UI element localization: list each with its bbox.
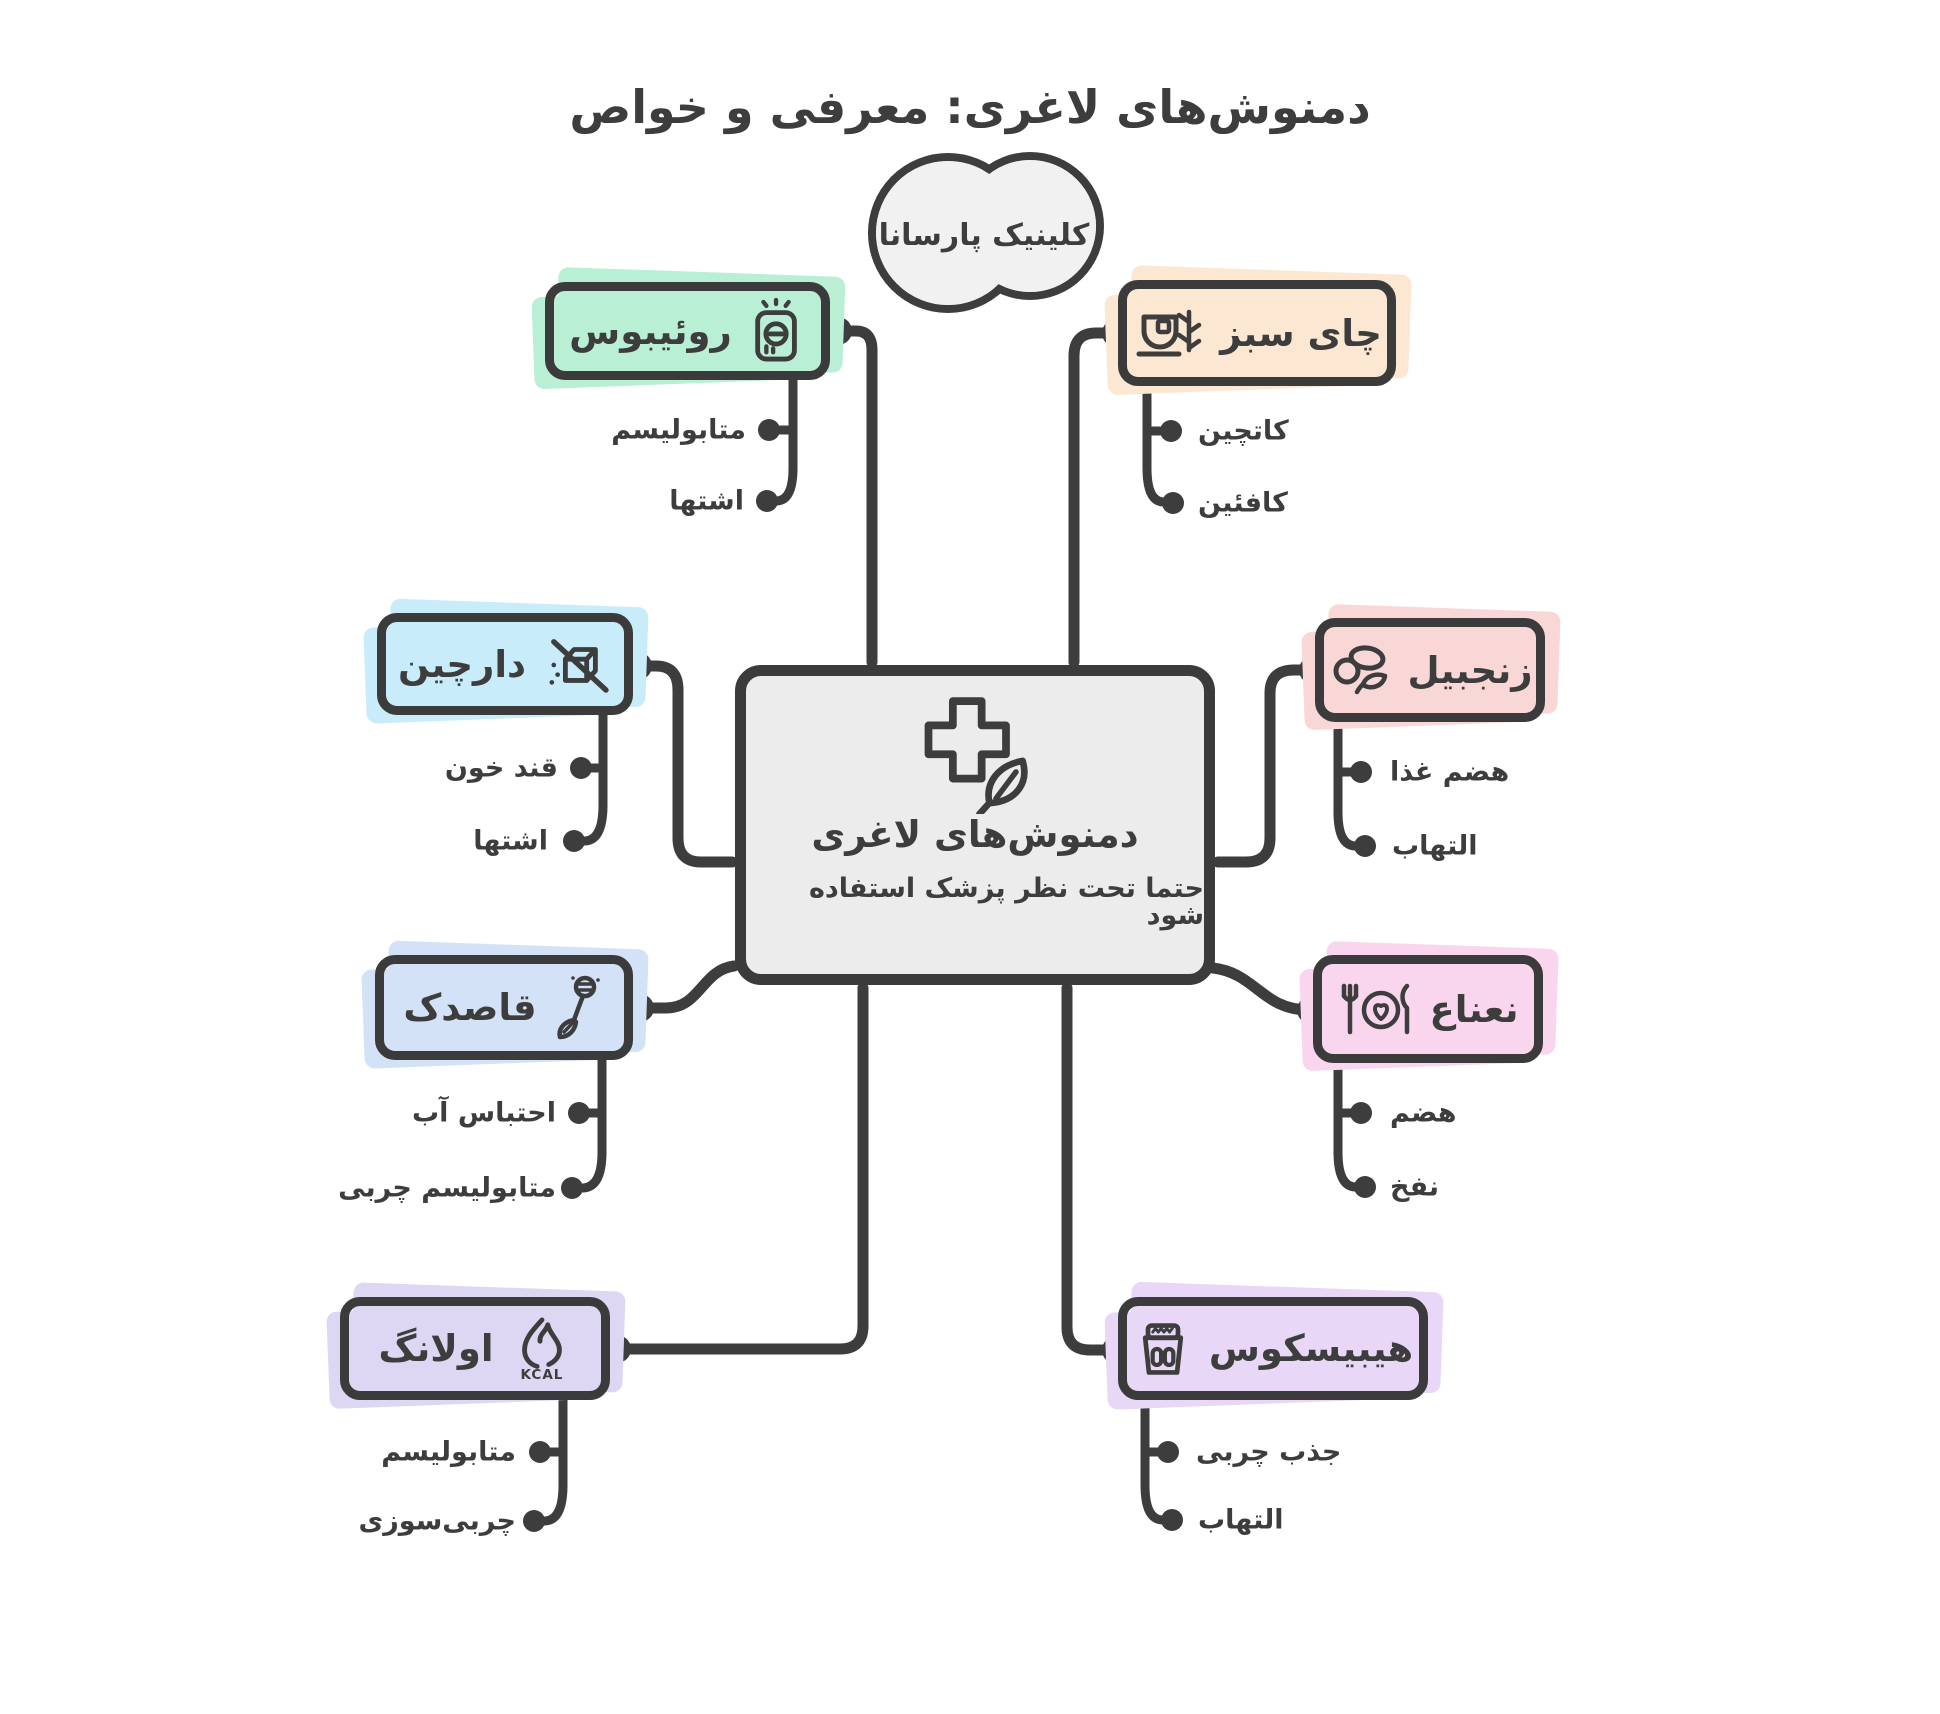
oolong-child-1-label: چربی‌سوزی [358,1505,516,1537]
dandelion-child-1-label: متابولیسم چربی [338,1172,556,1204]
tea-cup-icon [1136,309,1202,357]
ginger-root-icon [1333,645,1388,695]
child-dot [1160,420,1182,442]
branch-oolong-box: اولانگ KCAL [340,1297,610,1400]
branch-hibiscus-box: هیبیسکوس [1118,1297,1428,1400]
branch-dandelion-label: قاصدک [403,986,537,1029]
branch-cinnamon-box: دارچین [377,613,633,715]
hibiscus-child-0-label: جذب چربی [1196,1436,1342,1468]
child-dot [529,1441,551,1463]
branch-ginger-box: زنجبیل [1315,618,1545,722]
page-title: دمنوش‌های لاغری: معرفی و خواص [569,80,1371,134]
connector-hibiscus-center [1061,982,1120,1356]
child-dot [1157,1441,1179,1463]
clinic-cloud: کلینیک پارسانا [848,138,1120,318]
child-dot [756,490,778,512]
cloud-shape-icon [868,152,1104,313]
ginger-child-0-label: هضم غذا [1390,756,1510,788]
kcal-flame-icon: KCAL [520,1317,563,1383]
child-dot [563,830,585,852]
connector-cinnamon-center [632,660,738,868]
rooibos-child2-curve [771,463,798,506]
branch-hibiscus: هیبیسکوس [1104,1281,1444,1410]
branch-cinnamon-label: دارچین [397,642,527,686]
connector-dandelion-center [634,960,740,1014]
rooibos-child-1-label: اشتها [669,485,744,517]
rooibos-child-0-label: متابولیسم [611,414,746,446]
oolong-child-0-label: متابولیسم [381,1436,516,1468]
child-dot [570,757,592,779]
mint-child-0-label: هضم [1390,1097,1457,1129]
branch-rooibos: روئیبوس [531,267,846,390]
center-subtitle: حتما تحت نظر پزشک استفاده شود [808,873,1204,931]
green-tea-child-1-label: کافئین [1198,487,1288,519]
branch-mint: نعناع [1299,940,1559,1072]
connector-rooibos-center [832,325,878,668]
connector-greentea-center [1068,327,1120,668]
branch-rooibos-label: روئیبوس [569,309,732,353]
branch-oolong: اولانگ KCAL [326,1282,626,1410]
branch-ginger: زنجبیل [1301,603,1561,731]
child-dot [1354,835,1376,857]
center-node: دمنوش‌های لاغری حتما تحت نظر پزشک استفاد… [735,665,1215,985]
decaf-can-icon [755,297,797,362]
child-dot [1354,1176,1376,1198]
child-dot [561,1177,583,1199]
child-dot [568,1102,590,1124]
cinnamon-child2-curve [580,800,608,846]
dandelion-icon [556,975,600,1039]
cinnamon-child-1-label: اشتها [473,825,548,857]
child-dot [523,1510,545,1532]
cinnamon-child-0-label: قند خون [444,752,558,784]
ginger-child-1-label: التهاب [1392,830,1478,862]
connector-ginger-center [1212,664,1319,868]
medical-plus-leaf-icon [924,697,1028,814]
mint-child2-curve [1333,1147,1360,1192]
branch-hibiscus-label: هیبیسکوس [1208,1327,1414,1370]
clinic-name: کلینیک پارسانا [878,218,1090,253]
branch-mint-label: نعناع [1429,987,1519,1031]
branch-green-tea: چای سبز [1104,265,1412,396]
branch-dandelion: قاصدک [361,940,649,1069]
green-tea-child-0-label: کاتچین [1198,415,1289,447]
oolong-child2-curve [540,1480,568,1526]
child-dot [1161,1509,1183,1531]
branch-mint-box: نعناع [1313,955,1543,1063]
weight-scale-icon [1142,1322,1183,1375]
branch-oolong-label: اولانگ [378,1327,494,1370]
greentea-child2-curve [1142,463,1169,507]
branch-cinnamon: دارچین [363,598,649,724]
child-dot [1350,761,1372,783]
connector-mint-center [1207,962,1315,1016]
hibiscus-child2-curve [1140,1480,1167,1525]
branch-dandelion-box: قاصدک [375,955,633,1060]
svg-text:KCAL: KCAL [520,1367,563,1383]
mint-child-1-label: نفخ [1390,1171,1440,1203]
hibiscus-child-1-label: التهاب [1198,1504,1284,1536]
child-dot [1162,492,1184,514]
branch-green-tea-box: چای سبز [1118,280,1396,386]
dandelion-child-0-label: احتباس آب [412,1097,556,1129]
branch-rooibos-box: روئیبوس [545,282,830,380]
ginger-child2-curve [1333,807,1360,851]
branch-green-tea-label: چای سبز [1220,311,1382,355]
dandelion-child2-curve [578,1147,607,1193]
branch-ginger-label: زنجبیل [1407,648,1533,692]
no-sugar-cube-icon [549,639,609,693]
center-title: دمنوش‌های لاغری [811,813,1139,856]
healthy-meal-icon [1342,983,1410,1035]
child-dot [1350,1102,1372,1124]
connector-oolong-center [610,982,869,1355]
child-dot [758,419,780,441]
